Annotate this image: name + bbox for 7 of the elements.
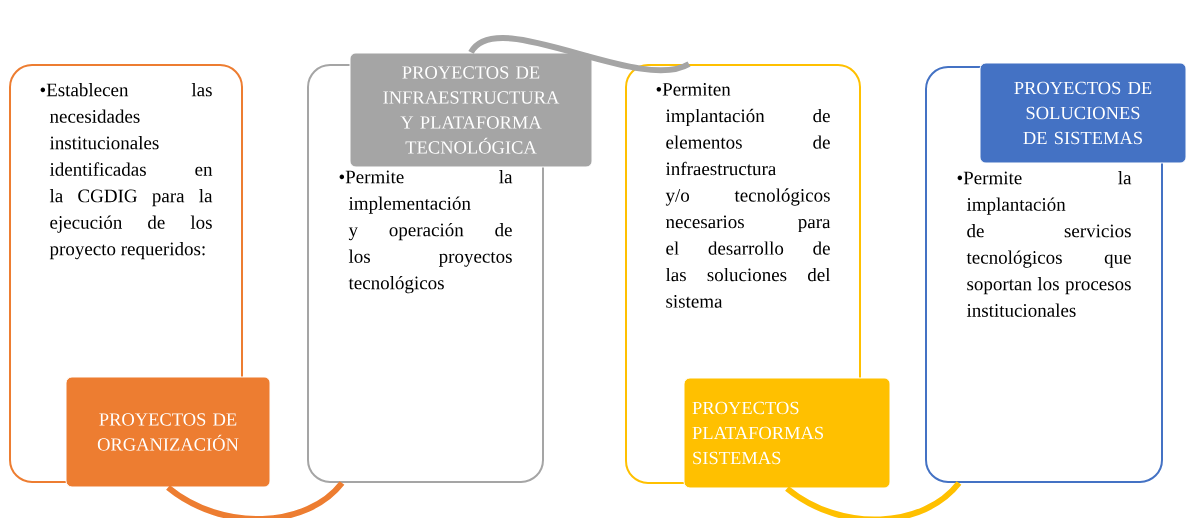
connector-arc (468, 35, 691, 74)
connector-arc (785, 480, 962, 518)
title-box: PROYECTOS DE SOLUCIONES DE SISTEMAS (979, 62, 1187, 164)
title-box: PROYECTOS DE INFRAESTRUCTURA Y PLATAFORMA TECNOLÓGICA (349, 52, 593, 168)
connector-arc (166, 480, 345, 518)
title-box: PROYECTOS PLATAFORMAS SISTEMAS (683, 377, 891, 489)
title-box: PROYECTOS DE ORGANIZACIÓN (65, 376, 271, 488)
